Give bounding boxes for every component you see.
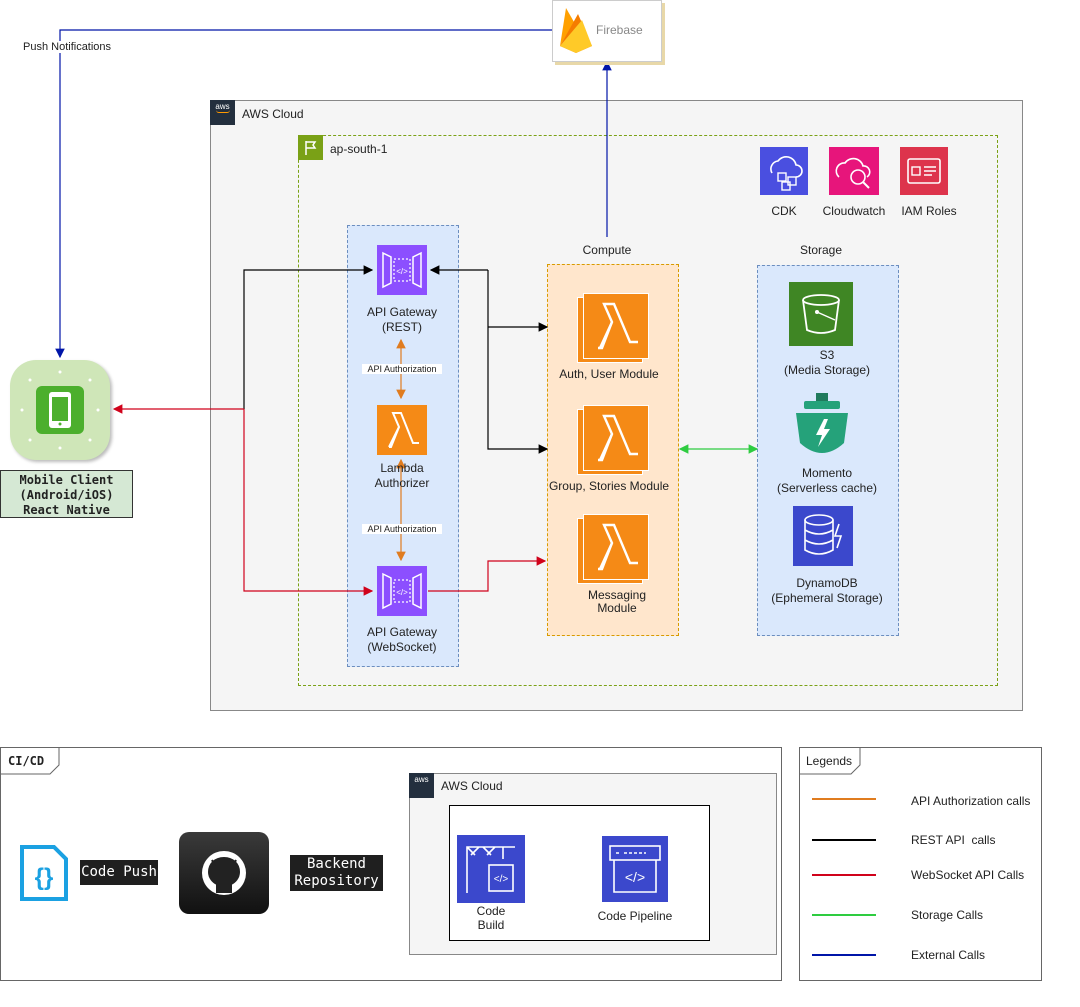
momento-label-2: (Serverless cache) <box>776 481 878 495</box>
legend-label-storage: Storage Calls <box>911 908 984 922</box>
legends-title-tab <box>799 747 861 775</box>
rest-gateway-icon: </> <box>377 245 427 295</box>
compute-module-label-3a: Messaging <box>587 588 647 602</box>
legends-container <box>799 747 1042 981</box>
authorizer-label-2: Authorizer <box>374 476 430 490</box>
svg-text:</>: </> <box>396 588 408 597</box>
lambda-authorizer-icon <box>377 405 427 455</box>
region-flag-icon <box>298 135 323 160</box>
code-build-icon: </> <box>457 835 525 903</box>
mobile-client-label-2: (Android/iOS) <box>19 488 114 502</box>
external-call-line <box>55 29 552 359</box>
legend-line-auth <box>812 798 876 800</box>
iam-icon <box>900 147 948 195</box>
legend-line-rest <box>812 839 876 841</box>
push-notifications-label: Push Notifications <box>23 41 112 53</box>
svg-text:</>: </> <box>494 874 509 885</box>
authorizer-label-1: Lambda <box>380 461 424 475</box>
svg-text:</>: </> <box>625 869 645 885</box>
aws-logo-icon: aws <box>210 100 235 125</box>
legend-label-auth: API Authorization calls <box>911 794 1031 808</box>
code-build-label-1: Code <box>476 904 506 918</box>
tool-label-iam: IAM Roles <box>901 204 957 218</box>
code-build-label-2: Build <box>477 918 505 932</box>
auth-module-lambda-icon <box>577 293 649 363</box>
momento-label-1: Momento <box>801 466 853 480</box>
compute-module-label-3b: Module <box>597 601 637 615</box>
svg-text:</>: </> <box>396 267 408 276</box>
legend-label-rest: REST API calls <box>911 833 996 847</box>
firebase-label: Firebase <box>596 23 643 37</box>
ws-trunk-line <box>243 409 374 596</box>
mobile-client-label-3: React Native <box>23 503 110 517</box>
ws-gateway-label-2: (WebSocket) <box>367 640 437 654</box>
code-push-icon: {} <box>20 845 68 901</box>
storage-title: Storage <box>799 243 843 257</box>
cdk-icon <box>760 147 808 195</box>
ws-gateway-icon: </> <box>377 566 427 616</box>
github-icon <box>179 832 269 914</box>
rest-gateway-label-1: API Gateway <box>366 305 438 319</box>
cicd-aws-logo-icon: aws <box>409 773 434 798</box>
auth-label-2: API Authorization <box>362 524 442 534</box>
s3-label-1: S3 <box>819 348 835 362</box>
messaging-module-lambda-icon <box>577 514 649 584</box>
cicd-aws-cloud-label: AWS Cloud <box>441 779 503 793</box>
backend-repository-label: Backend Repository <box>290 855 383 891</box>
rest-trunk-line <box>243 265 374 409</box>
tool-label-cdk: CDK <box>771 204 797 218</box>
compute-title: Compute <box>582 243 632 257</box>
mobile-client-label: Mobile Client (Android/iOS) React Native <box>0 470 133 518</box>
ws-gateway-label-1: API Gateway <box>366 625 438 639</box>
code-push-label: Code Push <box>80 860 158 885</box>
region-label: ap-south-1 <box>330 142 388 156</box>
dynamodb-label-1: DynamoDB <box>796 576 858 590</box>
compute-module-label-2: Group, Stories Module <box>548 479 670 493</box>
group-module-lambda-icon <box>577 405 649 475</box>
legend-line-storage <box>812 914 876 916</box>
cicd-title-tab <box>0 747 60 775</box>
backend-label-1: Backend <box>306 856 366 872</box>
aws-cloud-label: AWS Cloud <box>242 107 304 121</box>
code-pipeline-icon: </> <box>602 836 668 902</box>
legends-title: Legends <box>806 754 853 768</box>
dynamodb-label-2: (Ephemeral Storage) <box>771 591 883 605</box>
dynamodb-icon <box>793 506 853 566</box>
s3-label-2: (Media Storage) <box>783 363 871 377</box>
mobile-client-icon <box>10 360 110 460</box>
region-container <box>298 135 998 686</box>
compute-module-label-1: Auth, User Module <box>559 367 659 381</box>
cicd-title: CI/CD <box>8 754 45 768</box>
mobile-client-label-1: Mobile Client <box>19 473 114 487</box>
svg-text:{}: {} <box>35 864 54 891</box>
cloudwatch-icon <box>829 147 879 195</box>
legend-label-external: External Calls <box>911 948 986 962</box>
s3-icon <box>789 282 853 346</box>
ws-to-messaging-line <box>428 556 547 592</box>
legend-line-external <box>812 954 876 956</box>
tool-label-cloudwatch: Cloudwatch <box>822 204 886 218</box>
backend-label-2: Repository <box>294 873 379 889</box>
rest-gateway-label-2: (REST) <box>382 320 422 334</box>
legend-label-ws: WebSocket API Calls <box>911 868 1025 882</box>
momento-icon <box>796 393 848 453</box>
auth-label-1: API Authorization <box>362 364 442 374</box>
firebase-icon <box>560 8 592 53</box>
legend-line-ws <box>812 874 876 876</box>
code-pipeline-label: Code Pipeline <box>597 909 673 923</box>
